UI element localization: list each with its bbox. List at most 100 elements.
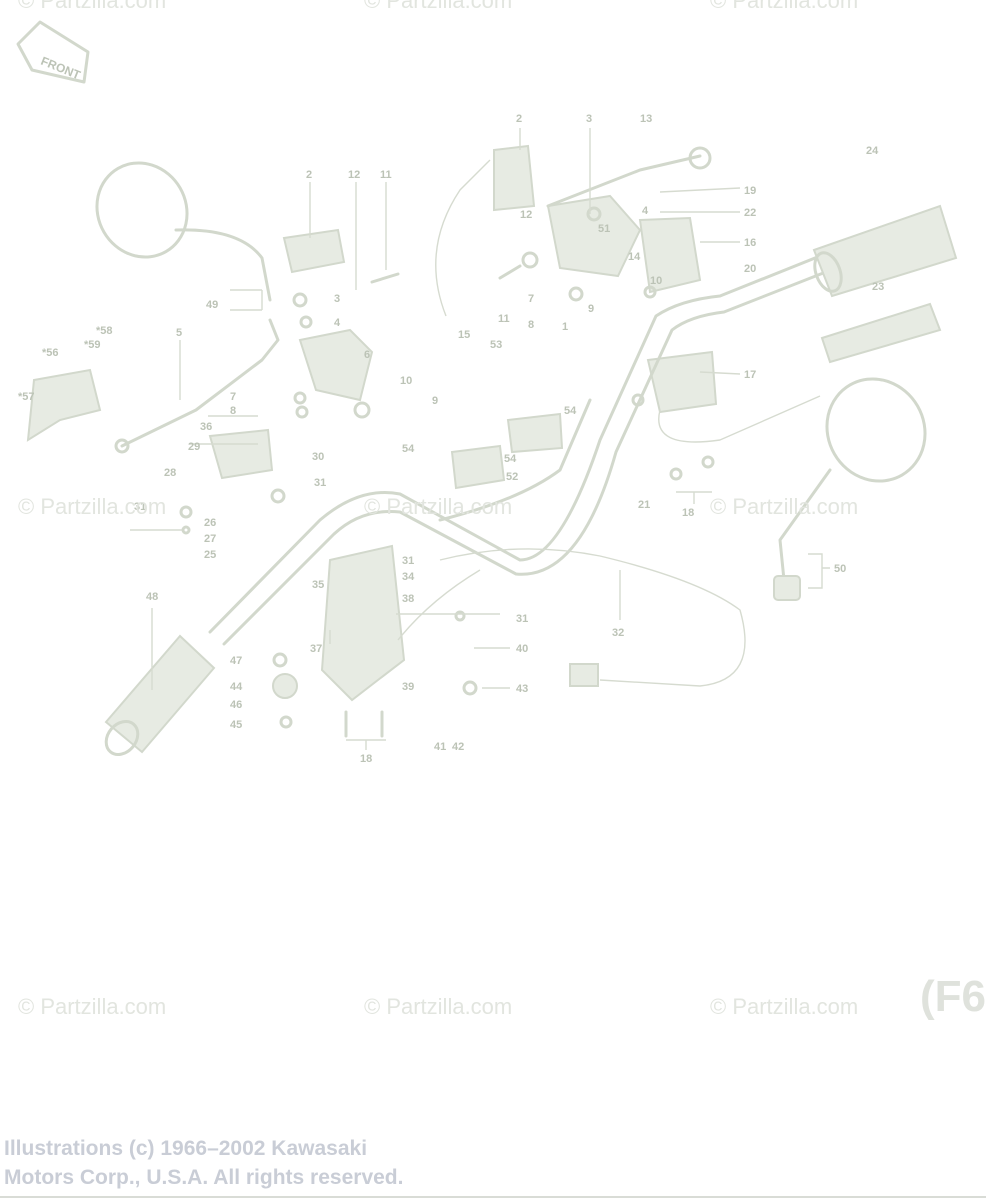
callout: 51 [598,223,610,235]
copyright-line-1: Illustrations (c) 1966–2002 Kawasaki [4,1137,368,1160]
callout: 28 [164,467,176,479]
footer-divider [0,1196,986,1198]
callout: 17 [744,369,756,381]
watermark: © Partzilla.com [710,994,859,1019]
callout: 32 [612,627,624,639]
callout: 50 [834,563,846,575]
callout: 14 [628,251,641,263]
grip-sleeve [820,302,942,364]
callout: 34 [402,571,415,583]
diagram-code: (F6 [920,972,986,1021]
callout: 37 [310,643,322,655]
watermark: © Partzilla.com [364,994,513,1019]
callout: 31 [134,501,146,513]
callout: 9 [432,395,438,407]
callout: 2 [516,113,522,125]
watermark: © Partzilla.com [18,494,167,519]
callout: 7 [230,391,236,403]
callout: 12 [348,169,360,181]
callout: 11 [380,169,392,181]
left-grip [104,634,216,756]
callout: 54 [564,405,577,417]
callout: 42 [452,741,464,753]
callout: 54 [402,443,415,455]
callout: 18 [682,507,694,519]
callout: 15 [458,329,470,341]
callout: 23 [872,281,884,293]
callout: 40 [516,643,528,655]
callout: 5 [176,327,182,339]
callout: 31 [516,613,528,625]
callout: 41 [434,741,446,753]
callout: 8 [528,319,534,331]
callout: 31 [314,477,326,489]
right-switch-housing [493,144,718,414]
callout: 12 [520,209,532,221]
callout: 8 [230,405,236,417]
left-mirror [95,161,272,302]
callout: 46 [230,699,242,711]
right-mirror [773,377,927,601]
watermark: © Partzilla.com [710,0,859,13]
callout: 3 [334,293,340,305]
callout: 2 [306,169,312,181]
callout: 25 [204,549,216,561]
callout: 10 [650,275,662,287]
callout: 52 [506,471,518,483]
callout: 35 [312,579,324,591]
callout: 53 [490,339,502,351]
callout: 44 [230,681,243,693]
watermark: © Partzilla.com [364,494,513,519]
callout: 21 [638,499,650,511]
callout: 45 [230,719,242,731]
callout: 49 [206,299,218,311]
callout: 4 [334,317,341,329]
right-grip [812,204,958,298]
leader-lines [130,128,830,750]
callout: 47 [230,655,242,667]
callout: 22 [744,207,756,219]
clutch-lever [114,318,280,454]
callout: 29 [188,441,200,453]
callout: 7 [528,293,534,305]
watermark: © Partzilla.com [364,0,513,13]
callout: 54 [504,453,517,465]
callout: 18 [360,753,372,765]
callout: 27 [204,533,216,545]
copyright-notice: Illustrations (c) 1966–2002 Kawasaki Mot… [4,1134,403,1192]
callout: 30 [312,451,324,463]
small-hardware [179,206,715,738]
callout: 19 [744,185,756,197]
cables [397,159,821,687]
left-switch-housing [26,228,406,702]
callout: 38 [402,593,414,605]
callout: 31 [402,555,414,567]
callout: 36 [200,421,212,433]
watermark: © Partzilla.com [18,994,167,1019]
callout-numbers: 2 3 13 24 2 12 11 19 22 1 6 12 4 51 14 10… [18,113,884,765]
callout: 4 [642,205,649,217]
callout: 9 [588,303,594,315]
callout: *57 [18,391,35,403]
callout: 39 [402,681,414,693]
handlebar-clamps [450,412,564,490]
callout: 43 [516,683,528,695]
front-arrow-badge: FRONT [16,20,90,84]
callout: 1 [562,321,568,333]
watermark: © Partzilla.com [710,494,859,519]
callout: 11 [498,313,510,325]
copyright-line-2: Motors Corp., U.S.A. All rights reserved… [4,1166,404,1189]
callout: 24 [866,145,879,157]
callout: *56 [42,347,59,359]
callout: 26 [204,517,216,529]
watermark: © Partzilla.com [18,0,167,13]
callout: *59 [84,339,101,351]
brake-lever [546,146,712,208]
callout: 48 [146,591,158,603]
callout: *58 [96,325,113,337]
callout: 13 [640,113,652,125]
callout: 3 [586,113,592,125]
callout: 10 [400,375,412,387]
callout: 6 [364,349,370,361]
